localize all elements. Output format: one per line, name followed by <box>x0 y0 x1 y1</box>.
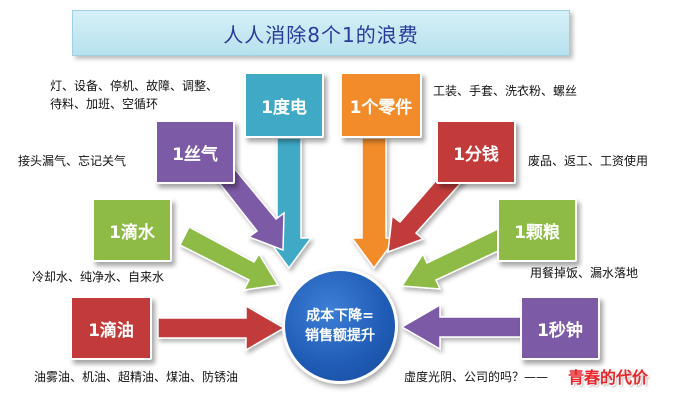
note-money: 废品、返工、工资使用 <box>528 154 649 168</box>
arrow-electricity <box>265 137 313 270</box>
title-banner: 人人消除8个1的浪费 <box>72 10 570 56</box>
box-part: 1个零件 <box>340 72 422 138</box>
box-water: 1滴水 <box>92 198 172 262</box>
note-grain: 用餐掉饭、漏水落地 <box>530 266 639 280</box>
box-oil: 1滴油 <box>70 296 152 360</box>
note-gas: 接头漏气、忘记关气 <box>18 154 127 168</box>
center-line2: 销售额提升 <box>305 328 375 344</box>
arrow-water <box>178 225 280 291</box>
arrow-gas <box>211 160 285 252</box>
slogan-text: 青春的代价 <box>568 368 649 387</box>
box-gas: 1丝气 <box>155 120 235 184</box>
note-electricity-2: 待料、加班、空循环 <box>50 97 159 111</box>
arrow-money <box>387 160 470 254</box>
box-second: 1秒钟 <box>520 296 600 360</box>
box-money: 1分钱 <box>436 120 516 184</box>
note-second: 虚度光阴、公司的吗？—— <box>404 370 549 384</box>
arrow-part <box>350 137 398 270</box>
arrow-second <box>400 303 523 351</box>
box-grain: 1颗粮 <box>497 198 577 262</box>
note-part: 工装、手套、洗衣粉、螺丝 <box>433 84 578 98</box>
center-circle: 成本下降= 销售额提升 <box>282 268 398 384</box>
note-electricity-1: 灯、设备、停机、故障、调整、 <box>50 79 219 93</box>
diagram-title: 人人消除8个1的浪费 <box>223 22 419 47</box>
arrow-oil <box>157 304 286 352</box>
box-electricity: 1度电 <box>244 72 324 138</box>
note-water: 冷却水、纯净水、自来水 <box>32 270 165 284</box>
note-oil: 油雾油、机油、超精油、煤油、防锈油 <box>34 370 239 384</box>
center-line1: 成本下降= <box>306 308 374 324</box>
